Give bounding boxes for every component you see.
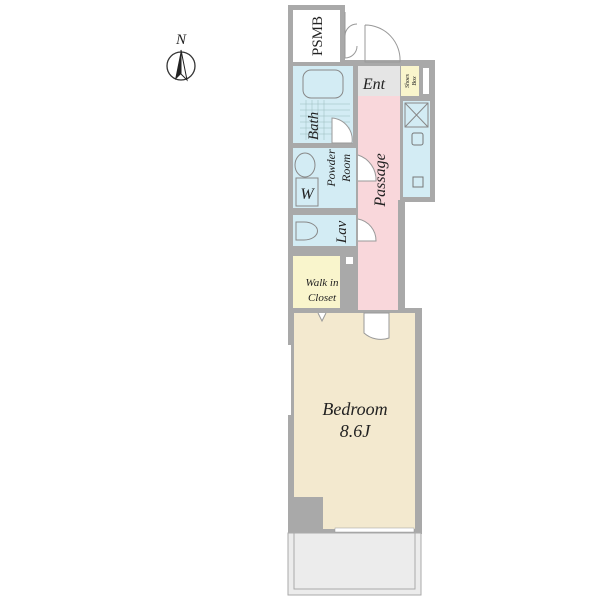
window — [423, 68, 429, 94]
room-entrance — [358, 66, 400, 96]
tile-floor — [300, 100, 350, 140]
room-lavatory[interactable] — [293, 215, 356, 246]
passage-label: Passage — [372, 153, 389, 207]
shoes-box-label: Shoes — [405, 73, 411, 88]
refrigerator-space-icon — [404, 102, 429, 128]
lavatory-label: Lav — [334, 220, 350, 244]
powder-room-door[interactable] — [357, 154, 377, 182]
balcony-window[interactable] — [334, 527, 415, 533]
psmb-label: PSMB — [310, 16, 326, 56]
bedroom-door[interactable] — [363, 312, 390, 340]
entrance-label: Ent — [362, 76, 386, 93]
closet-door[interactable] — [317, 312, 327, 323]
bedroom-label: Bedroom — [322, 399, 387, 419]
shoes-box-label-2: Box — [412, 76, 418, 86]
powder-room-label-1: Powder — [324, 149, 338, 188]
bathtub-icon — [302, 69, 344, 99]
toilet-icon — [295, 221, 318, 241]
shoes-box — [401, 66, 419, 96]
sink-icon — [411, 132, 424, 146]
kitchen — [403, 101, 430, 197]
washbasin-icon — [294, 152, 316, 178]
bedroom-size: 8.6J — [340, 421, 372, 441]
walk-in-closet-label-2: Closet — [308, 292, 337, 304]
bath-door[interactable] — [331, 117, 353, 144]
room-psmb — [293, 10, 340, 62]
walk-in-closet-label-1: Walk in — [306, 277, 339, 289]
walk-in-closet[interactable] — [293, 256, 340, 308]
room-passage-lower[interactable] — [358, 200, 398, 310]
fridge-outline — [404, 102, 429, 128]
stove-icon — [412, 176, 424, 188]
room-passage[interactable] — [358, 96, 400, 200]
north-arrow-icon — [166, 49, 196, 82]
washer-space — [295, 177, 319, 207]
room-bedroom[interactable] — [294, 313, 415, 529]
side-window — [288, 345, 291, 415]
north-label: N — [175, 32, 187, 48]
column — [289, 497, 323, 530]
lavatory-door[interactable] — [357, 218, 377, 242]
powder-room-label-2: Room — [339, 154, 353, 183]
bath-label: Bath — [306, 112, 322, 140]
door-psmb — [344, 12, 358, 59]
balcony-rail — [293, 532, 416, 590]
duct — [346, 257, 353, 264]
entrance-door[interactable] — [364, 24, 401, 63]
balcony — [287, 532, 422, 596]
washer-label: W — [300, 186, 315, 203]
